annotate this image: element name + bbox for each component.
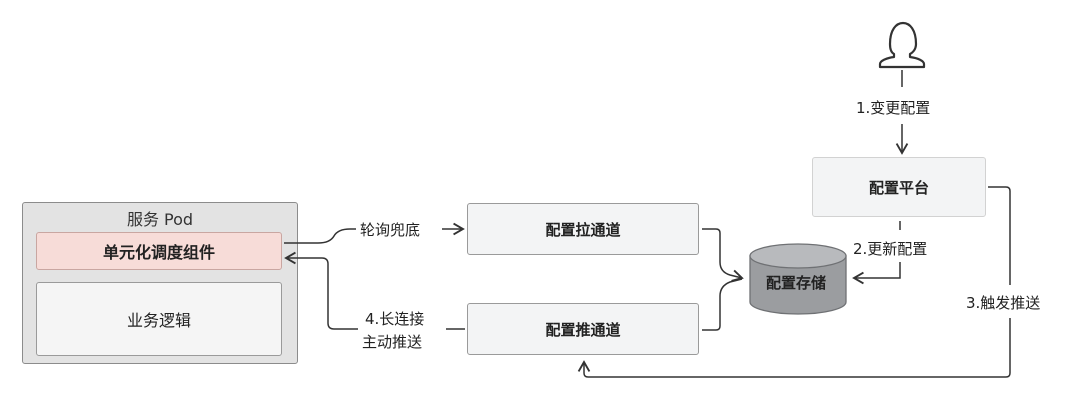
unit-scheduling-component: 单元化调度组件 bbox=[36, 232, 282, 270]
label-update-config: 2.更新配置 bbox=[853, 240, 928, 258]
config-platform: 配置平台 bbox=[812, 157, 986, 217]
service-pod-title: 服务 Pod bbox=[126, 210, 194, 229]
business-logic-box: 业务逻辑 bbox=[36, 282, 282, 356]
label-long-connection: 4.长连接 bbox=[365, 310, 425, 328]
config-storage-label: 配置存储 bbox=[765, 274, 826, 292]
label-change-config: 1.变更配置 bbox=[856, 99, 931, 117]
config-pull-channel: 配置拉通道 bbox=[467, 203, 699, 255]
user-icon bbox=[878, 21, 926, 69]
label-active-push: 主动推送 bbox=[362, 333, 423, 351]
label-polling: 轮询兜底 bbox=[360, 221, 421, 239]
label-trigger-push: 3.触发推送 bbox=[966, 294, 1041, 312]
database-icon bbox=[749, 243, 847, 315]
config-push-channel: 配置推通道 bbox=[467, 303, 699, 355]
